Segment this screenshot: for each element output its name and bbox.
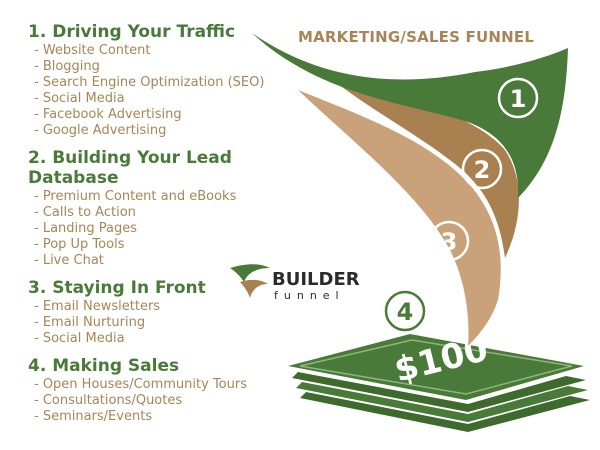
list-item: - Social Media	[34, 91, 125, 106]
list-item: - Open Houses/Community Tours	[34, 377, 247, 392]
logo-text-builder: BUILDER	[272, 269, 360, 290]
list-item: - Blogging	[34, 59, 100, 74]
list-item: - Premium Content and eBooks	[34, 189, 237, 204]
list-item: - Live Chat	[34, 253, 104, 268]
stage-number: 2	[474, 156, 491, 184]
list-item: - Consultations/Quotes	[34, 393, 183, 408]
section-title: 4. Making Sales	[28, 356, 180, 376]
stage-number: 4	[397, 298, 414, 326]
funnel-stage-1	[252, 33, 568, 198]
list-item: - Google Advertising	[34, 123, 167, 138]
list-item: - Facebook Advertising	[34, 107, 182, 122]
funnel-stage-3	[298, 90, 501, 346]
funnel-title: MARKETING/SALES FUNNEL	[298, 28, 535, 46]
list-item: - Website Content	[34, 43, 151, 58]
stage-number: 1	[510, 85, 527, 113]
section-making-sales: 4. Making Sales - Open Houses/Community …	[28, 356, 318, 425]
section-title: 1. Driving Your Traffic	[28, 22, 236, 42]
section-traffic: 1. Driving Your Traffic - Website Conten…	[28, 22, 318, 139]
list-item: - Seminars/Events	[34, 409, 153, 424]
section-title: 2. Building Your Lead Database	[28, 148, 232, 188]
section-lead-database: 2. Building Your Lead Database - Premium…	[28, 148, 318, 269]
money-stack-icon	[288, 334, 590, 432]
list-item: - Social Media	[34, 331, 125, 346]
list-item: - Pop Up Tools	[34, 237, 125, 252]
builder-funnel-logo: BUILDER funnel	[230, 264, 360, 302]
list-item: - Search Engine Optimization (SEO)	[34, 75, 265, 90]
marketing-steps-list: 1. Driving Your Traffic - Website Conten…	[28, 22, 318, 434]
stage-number: 3	[441, 228, 458, 256]
list-item: - Email Nurturing	[34, 315, 146, 330]
logo-text-funnel: funnel	[274, 289, 345, 302]
list-item: - Calls to Action	[34, 205, 136, 220]
list-item: - Landing Pages	[34, 221, 138, 236]
section-title: 3. Staying In Front	[28, 278, 206, 298]
section-staying-in-front: 3. Staying In Front - Email Newsletters …	[28, 278, 318, 347]
list-item: - Email Newsletters	[34, 299, 161, 314]
